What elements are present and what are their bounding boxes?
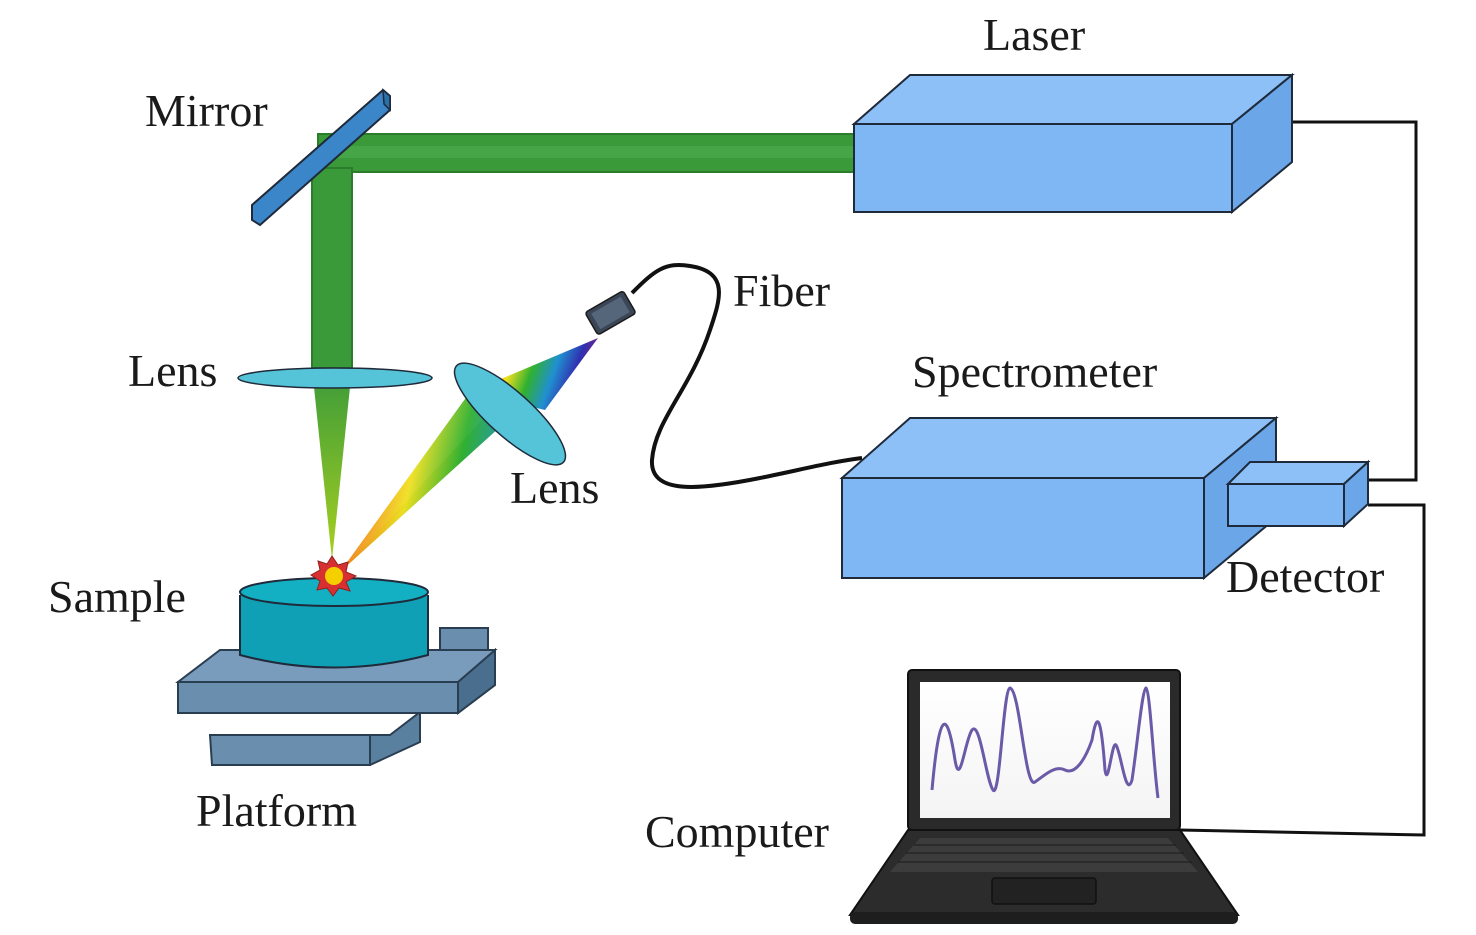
laptop-computer [848, 669, 1240, 924]
label-fiber: Fiber [733, 265, 830, 316]
label-sample: Sample [48, 571, 186, 622]
focusing-lens [237, 367, 433, 389]
spectrometer-box [839, 415, 1279, 581]
collection-lens [453, 362, 567, 466]
keyboard-keys [898, 844, 1192, 863]
laser-box [851, 72, 1295, 215]
spectrum-curve [930, 686, 1160, 799]
plasma-spark [310, 555, 358, 597]
laser-detector-cable [1292, 120, 1418, 482]
mirror [251, 88, 391, 227]
fiber-head [585, 290, 636, 335]
label-detector: Detector [1226, 551, 1384, 602]
label-platform: Platform [196, 785, 357, 836]
label-lens-top: Lens [128, 345, 217, 396]
label-computer: Computer [645, 806, 829, 857]
laptop-front-edge [850, 912, 1238, 924]
labels: Laser Mirror Lens Lens Fiber Spectromete… [48, 9, 1384, 857]
beam-vertical [311, 167, 353, 369]
label-laser: Laser [983, 9, 1085, 60]
beam-focus-cone [312, 368, 352, 560]
label-lens-bottom: Lens [510, 462, 599, 513]
laser-beam [311, 133, 855, 560]
detector-box [1225, 459, 1371, 529]
cables [630, 120, 1426, 837]
fiber-cable [630, 263, 863, 489]
beam-horizontal-core [318, 146, 854, 158]
detector-computer-cable [1179, 503, 1426, 837]
laptop-screen [920, 682, 1170, 818]
label-mirror: Mirror [145, 85, 268, 136]
label-spectrometer: Spectrometer [912, 346, 1157, 397]
laptop-keyboard [890, 838, 1198, 872]
laptop-touchpad [991, 877, 1097, 905]
